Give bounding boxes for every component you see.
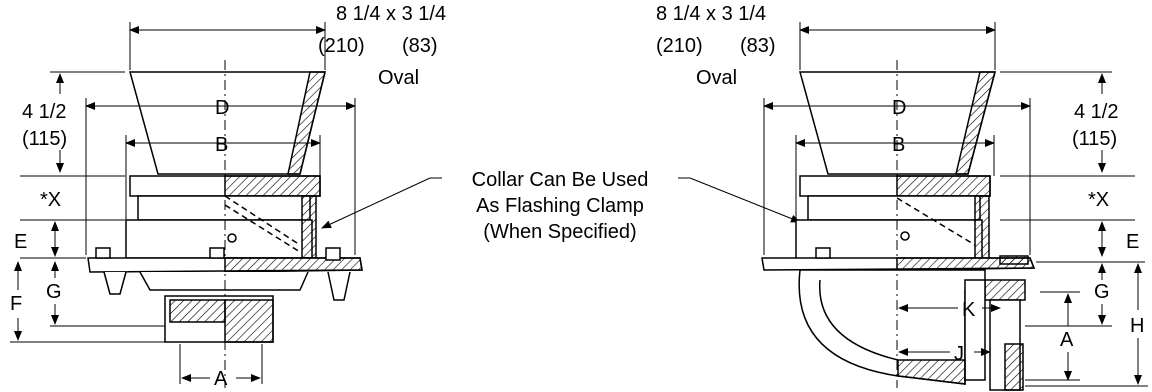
left-top-dim-in: 8 1/4 x 3 1/4 <box>336 3 446 25</box>
right-dim-x: *X <box>1088 189 1109 211</box>
left-top-dim-shape: Oval <box>378 67 419 89</box>
right-dim-h: H <box>1130 315 1144 337</box>
right-top-dim-shape: Oval <box>696 67 737 89</box>
left-dim-a: A <box>214 368 228 390</box>
right-height-in: 4 1/2 <box>1074 101 1118 123</box>
callout-line3: (When Specified) <box>483 221 636 243</box>
callout-leaders <box>321 177 801 229</box>
right-dim-k: K <box>962 299 976 321</box>
right-dim-g: G <box>1094 281 1110 303</box>
right-height-mm: (115) <box>1072 128 1117 150</box>
right-dim-j: J <box>954 343 964 365</box>
left-height-mm: (115) <box>22 128 67 150</box>
left-dim-d: D <box>215 97 229 119</box>
right-dimension-lines <box>763 22 1148 387</box>
right-top-dim-mm-b: (83) <box>740 35 776 57</box>
left-drain-view <box>87 60 363 388</box>
left-top-dim-mm-b: (83) <box>402 35 438 57</box>
left-dim-e: E <box>14 231 27 253</box>
right-body <box>807 195 981 221</box>
left-dim-x: *X <box>40 189 61 211</box>
callout-line2: As Flashing Clamp <box>476 195 644 217</box>
right-dim-e: E <box>1126 231 1139 253</box>
left-dim-b: B <box>215 134 228 156</box>
right-side-outlet <box>984 279 1026 301</box>
left-dim-g: G <box>46 281 62 303</box>
left-dim-f: F <box>10 293 22 315</box>
left-height-in: 4 1/2 <box>22 101 66 123</box>
right-dim-d: D <box>892 97 906 119</box>
left-dimension-lines <box>10 22 356 384</box>
right-dim-b: B <box>892 134 905 156</box>
right-top-dim-in: 8 1/4 x 3 1/4 <box>656 3 766 25</box>
left-body <box>137 195 311 221</box>
right-top-dim-mm-a: (210) <box>656 35 703 57</box>
left-top-dim-mm-a: (210) <box>318 35 365 57</box>
right-drain-view <box>761 60 1036 391</box>
callout-line1: Collar Can Be Used <box>472 169 649 191</box>
right-dim-a: A <box>1060 329 1074 351</box>
